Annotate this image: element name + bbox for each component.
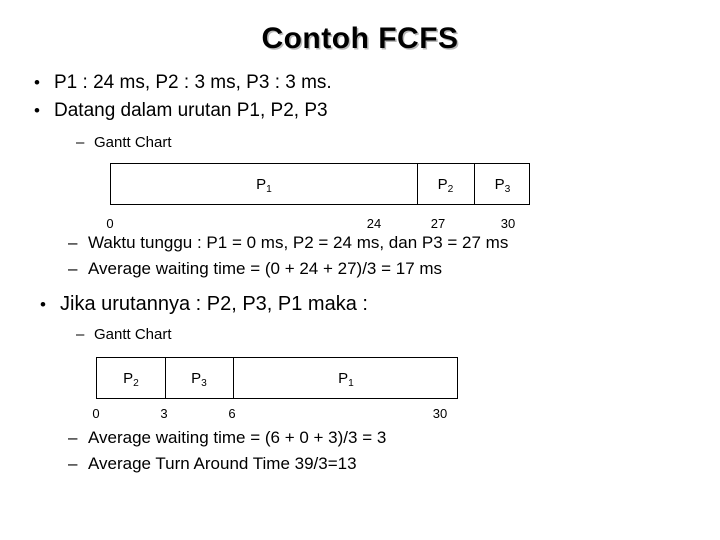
gantt-bar-label: P3 [494,175,511,195]
gantt-bar-p1: P1 [111,164,417,204]
sub-bullet-marker: – [76,326,85,343]
sub-bullet-text: Gantt Chart [94,134,172,151]
gantt-chart-2: P2 P3 P1 [96,357,458,399]
gantt-tick-30: 30 [500,216,516,231]
bullet-item-1: • P1 : 24 ms, P2 : 3 ms, P3 : 3 ms. [34,72,332,94]
sub-bullet-marker: – [76,134,85,151]
gantt-divider [165,358,166,398]
bullet-marker: • [40,295,46,314]
gantt2-tick-3: 3 [160,406,168,421]
note-text: Waktu tunggu : P1 = 0 ms, P2 = 24 ms, da… [88,233,509,252]
gantt-divider [417,164,418,204]
note-item-waktu-tunggu: –Waktu tunggu : P1 = 0 ms, P2 = 24 ms, d… [68,233,508,253]
gantt2-tick-30: 30 [432,406,448,421]
gantt-bar-p1: P1 [233,358,459,398]
sub-bullet-gantt-chart-2: –Gantt Chart [76,326,172,343]
sub-bullet-text: Gantt Chart [94,326,172,343]
bullet-text: P1 : 24 ms, P2 : 3 ms, P3 : 3 ms. [54,72,332,93]
note-marker: – [68,428,78,447]
note-item-turnaround: –Average Turn Around Time 39/3=13 [68,454,357,474]
note-item-avg-waiting-2: –Average waiting time = (6 + 0 + 3)/3 = … [68,428,386,448]
note-item-avg-waiting-1: –Average waiting time = (0 + 24 + 27)/3 … [68,259,442,279]
gantt-bar-label: P2 [123,369,139,389]
gantt-tick-24: 24 [366,216,382,231]
note-text: Average Turn Around Time 39/3=13 [88,454,357,473]
gantt-bar-label: P3 [191,369,207,389]
bullet-item-2: • Datang dalam urutan P1, P2, P3 [34,100,328,122]
gantt-bar-label: P2 [437,175,454,195]
note-marker: – [68,454,78,473]
sub-bullet-gantt-chart-1: –Gantt Chart [76,134,172,151]
gantt-tick-0: 0 [106,216,114,231]
gantt-tick-27: 27 [430,216,446,231]
gantt2-tick-0: 0 [92,406,100,421]
gantt-bar-label: P1 [338,369,354,389]
bullet-item-3: • Jika urutannya : P2, P3, P1 maka : [40,293,368,316]
note-text: Average waiting time = (6 + 0 + 3)/3 = 3 [88,428,387,447]
gantt-divider [233,358,234,398]
gantt2-tick-6: 6 [228,406,236,421]
gantt-bar-label: P1 [256,175,272,195]
gantt-bar-p2: P2 [97,358,165,398]
note-marker: – [68,233,78,252]
page-title: Contoh FCFS [261,22,459,55]
note-marker: – [68,259,78,278]
bullet-text: Jika urutannya : P2, P3, P1 maka : [60,293,368,315]
gantt-bar-p3: P3 [165,358,233,398]
note-text: Average waiting time = (0 + 24 + 27)/3 =… [88,259,443,278]
bullet-marker: • [34,73,40,92]
bullet-text: Datang dalam urutan P1, P2, P3 [54,100,328,121]
bullet-marker: • [34,101,40,120]
gantt-bar-p3: P3 [474,164,531,204]
gantt-bar-p2: P2 [417,164,474,204]
gantt-divider [474,164,475,204]
gantt-chart-1: P1 P2 P3 [110,163,530,205]
